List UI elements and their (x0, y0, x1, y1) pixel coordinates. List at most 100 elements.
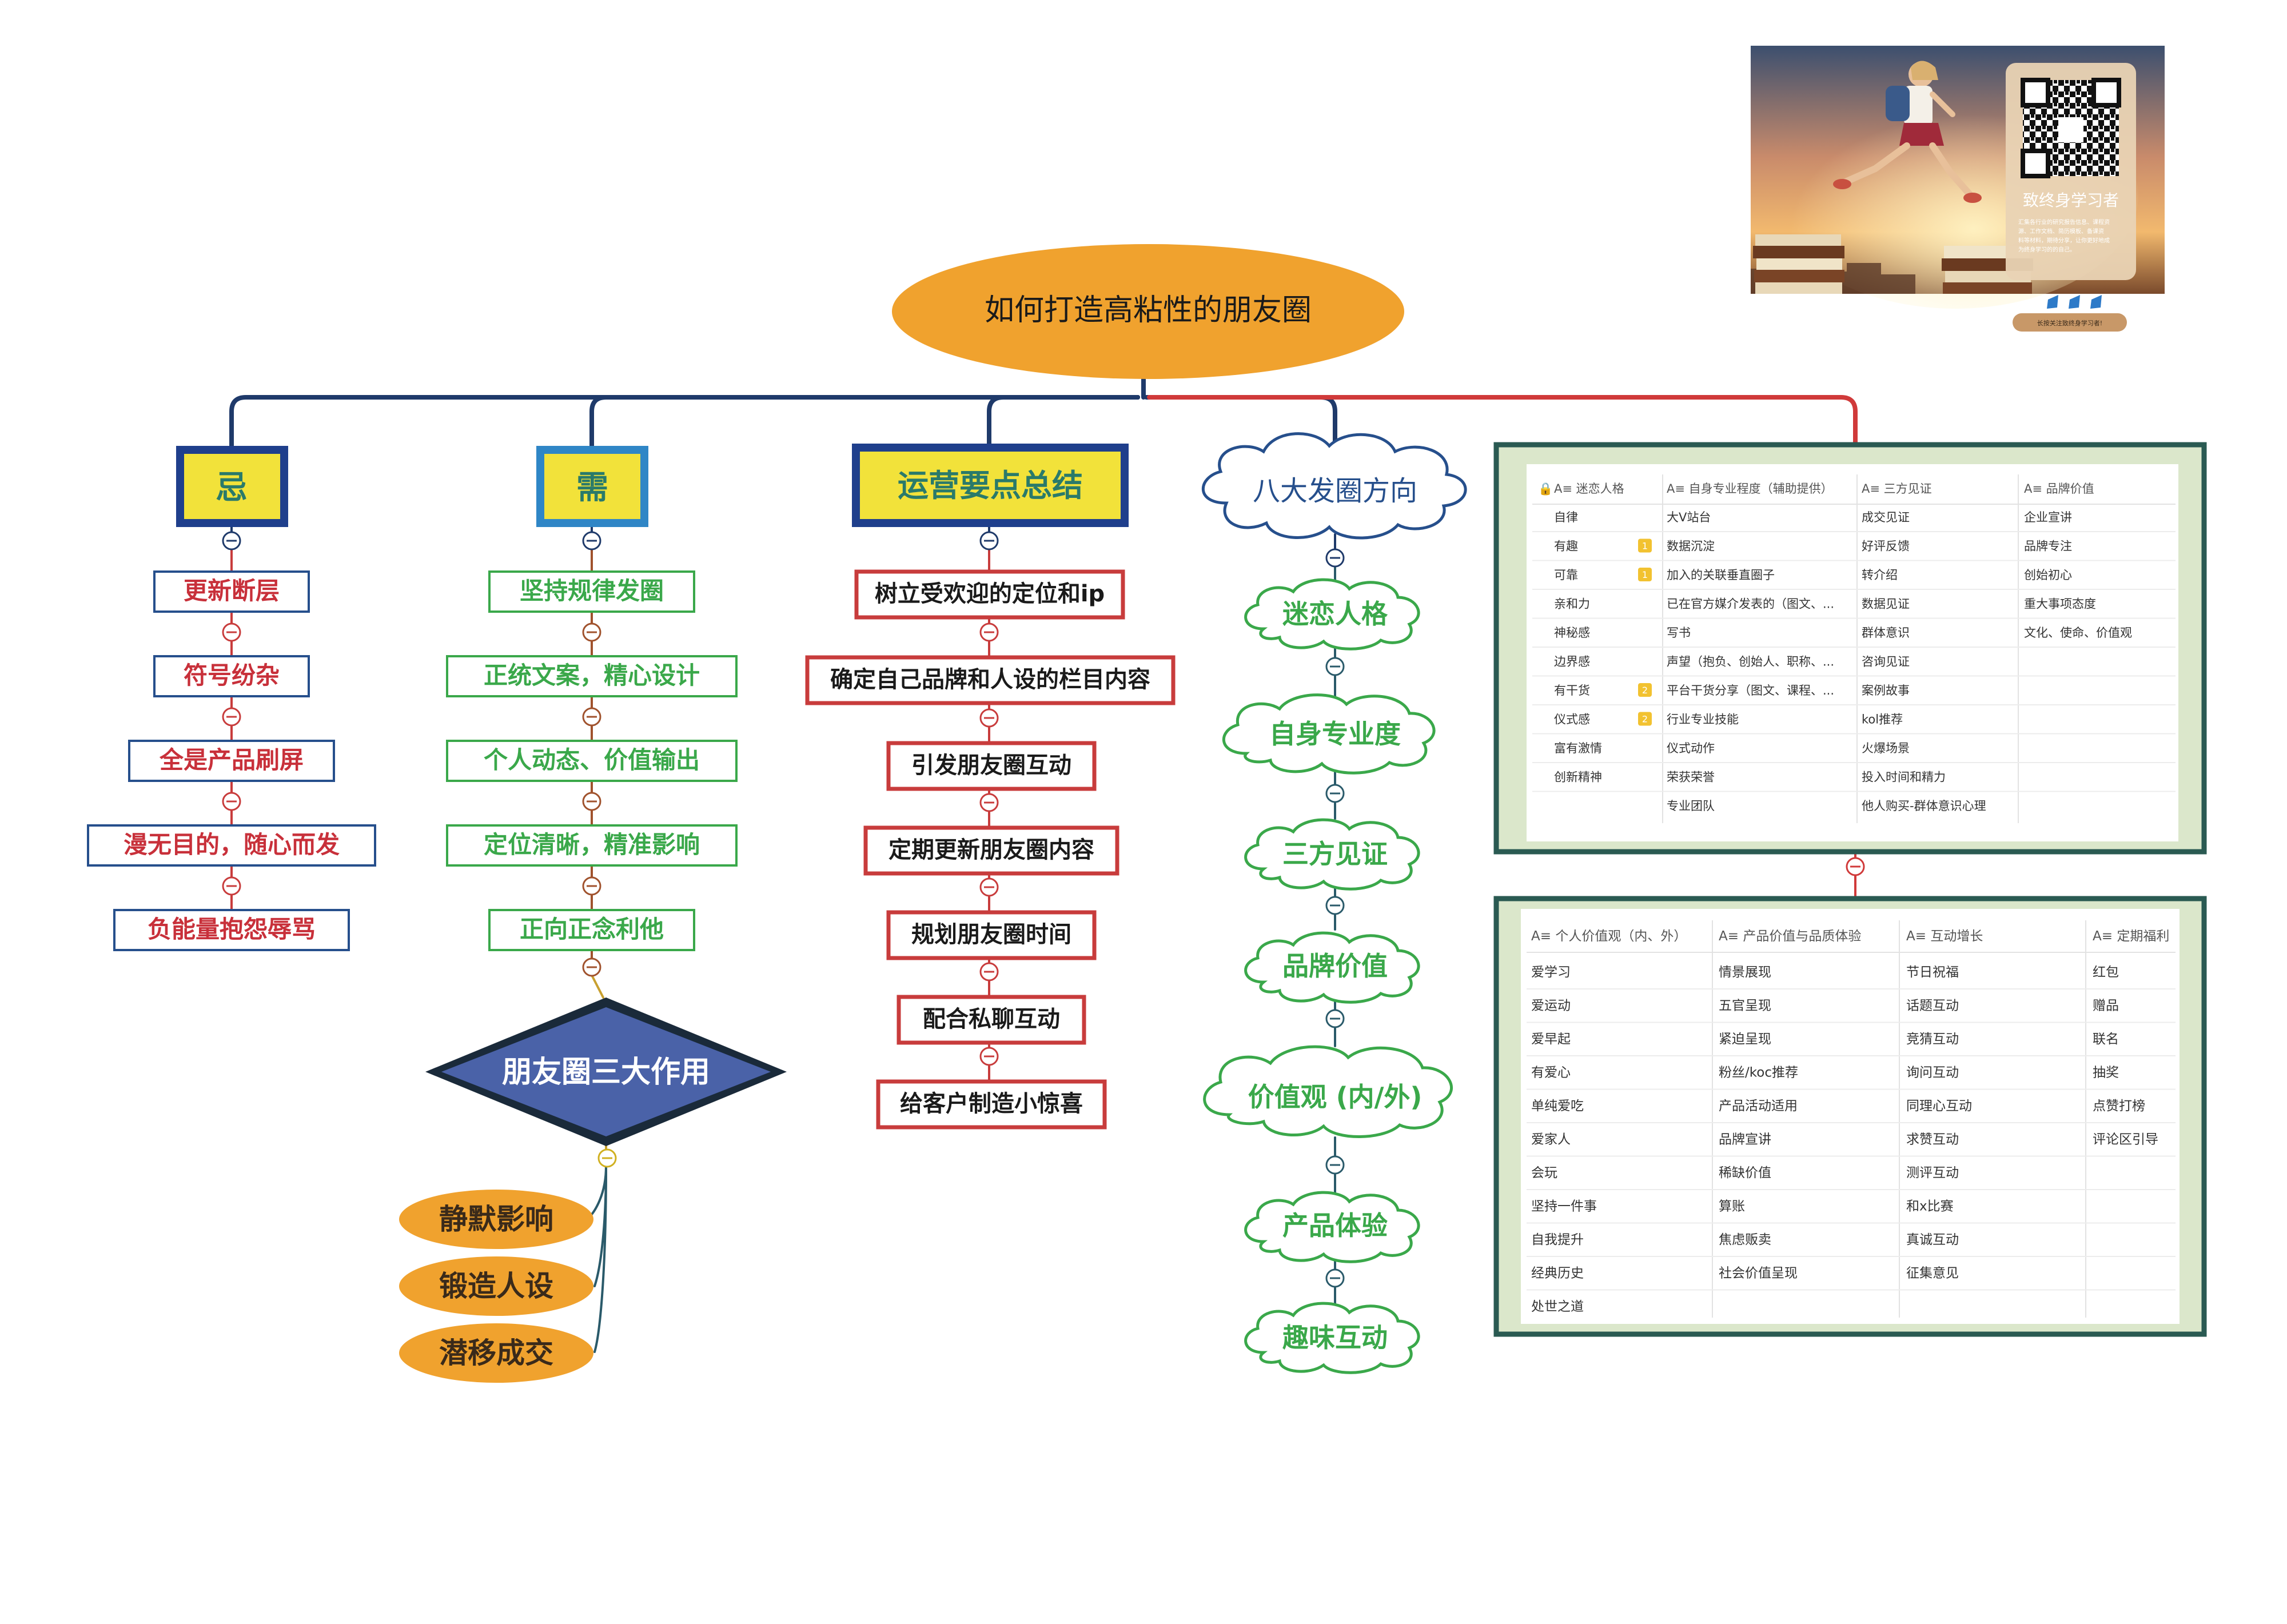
lock-icon: 🔒 (1538, 482, 1553, 496)
eight-clouds: 八大发圈方向 迷恋人格 自身专业度 三方见证 品牌价值 价值观 (内/外) 产品… (1201, 432, 1467, 1374)
table-1-row: 有干货平台干货分享（图文、课程、...案例故事 (1554, 684, 1910, 697)
xu-item-label: 正统文案，精心设计 (484, 661, 700, 689)
branch-ji[interactable]: 忌 (176, 446, 288, 527)
table-2-header-cell: A≡ 互动增长 (1906, 929, 1983, 944)
ops-item[interactable]: 引发朋友圈互动 (886, 741, 1097, 791)
table-2-row: 自我提升焦虑贩卖真诚互动 (1531, 1232, 1959, 1247)
eight-item-label: 品牌价值 (1282, 951, 1388, 981)
ops-item[interactable]: 确定自己品牌和人设的栏目内容 (805, 655, 1176, 705)
table-1-cell: 自律 (1554, 510, 1578, 524)
table-1-row: 边界感声望（抱负、创始人、职称、...咨询见证 (1554, 655, 1910, 669)
eight-item[interactable]: 价值观 (内/外) (1203, 1045, 1453, 1138)
table-2-cell: 爱运动 (1531, 999, 1571, 1013)
table-1-cell: 数据沉淀 (1667, 540, 1715, 553)
ji-item-label: 符号纷杂 (184, 661, 280, 689)
table-2-cell: 处世之道 (1531, 1299, 1584, 1314)
table-1-row: 亲和力已在官方媒介发表的（图文、...数据见证重大事项态度 (1554, 597, 2096, 611)
xu-item[interactable]: 正向正念利他 (488, 909, 695, 951)
eight-item[interactable]: 迷恋人格 (1244, 578, 1420, 651)
table-1-header: 🔒 A≡ 迷恋人格 A≡ 自身专业程度（辅助提供） A≡ 三方见证 A≡ 品牌价… (1538, 482, 2094, 496)
follow-button[interactable] (2013, 313, 2127, 332)
table-2-cell: 评论区引导 (2093, 1132, 2158, 1147)
ji-item-label: 更新断层 (184, 577, 280, 605)
ops-item[interactable]: 配合私聊互动 (897, 995, 1086, 1045)
eight-item[interactable]: 品牌价值 (1244, 931, 1420, 1004)
root-node[interactable]: 如何打造高粘性的朋友圈 (892, 244, 1404, 379)
ji-item[interactable]: 更新断层 (153, 570, 310, 613)
xu-item[interactable]: 个人动态、价值输出 (446, 740, 738, 782)
xu-item[interactable]: 定位清晰，精准影响 (446, 824, 738, 867)
table-2-row: 经典历史社会价值呈现征集意见 (1531, 1266, 1959, 1281)
ops-item[interactable]: 给客户制造小惊喜 (876, 1079, 1107, 1130)
table-1-cell: 转介绍 (1862, 568, 1898, 582)
effects-items: 静默影响 锻造人设 潜移成交 (399, 1190, 593, 1383)
eight-item[interactable]: 趣味互动 (1244, 1302, 1420, 1374)
ad-small-line: 汇集各行业的研究报告信息、课程资 (2018, 218, 2110, 226)
table-1-cell: 荣获荣誉 (1667, 771, 1715, 784)
effects-item[interactable]: 静默影响 (399, 1190, 593, 1249)
decor-arrows (2047, 295, 2102, 309)
badge (1638, 568, 1652, 581)
effects-item[interactable]: 锻造人设 (399, 1256, 593, 1316)
table-1-cell: 行业专业技能 (1667, 713, 1739, 727)
table-2-row: 坚持一件事算账和x比赛 (1531, 1199, 1954, 1214)
eight-item[interactable]: 自身专业度 (1222, 693, 1436, 775)
table-2-cell: 情景展现 (1719, 965, 1771, 980)
ji-item[interactable]: 漫无目的，随心而发 (87, 824, 376, 867)
ops-item[interactable]: 树立受欢迎的定位和ip (854, 569, 1125, 620)
connectors (229, 375, 1858, 1353)
eight-item-label: 趣味互动 (1282, 1322, 1388, 1353)
collapse-markers[interactable] (222, 531, 1865, 1288)
table-1-header-cell: A≡ 自身专业程度（辅助提供） (1667, 482, 1833, 496)
table-2-cell: 爱学习 (1531, 965, 1571, 980)
table-1-cell: 仪式感 (1554, 713, 1590, 727)
ops-item-label: 引发朋友圈互动 (911, 752, 1071, 779)
eight-item-label: 产品体验 (1282, 1210, 1388, 1241)
table-1-header-cell: A≡ 迷恋人格 (1554, 482, 1624, 496)
ji-item[interactable]: 全是产品刷屏 (128, 740, 335, 782)
effects-item-label: 静默影响 (439, 1203, 553, 1236)
table-2-row: 爱运动五官呈现话题互动赠品 (1531, 999, 2119, 1013)
table-1-cell: 平台干货分享（图文、课程、... (1667, 684, 1834, 697)
branch-eight[interactable]: 八大发圈方向 (1201, 432, 1467, 540)
table-1-row: 富有激情仪式动作火爆场景 (1554, 741, 1910, 755)
ops-item-label: 规划朋友圈时间 (911, 921, 1071, 948)
table-1-header-cell: A≡ 三方见证 (1862, 482, 1932, 496)
effects-diamond[interactable]: 朋友圈三大作用 (425, 997, 787, 1146)
branch-ops[interactable]: 运营要点总结 (852, 444, 1129, 527)
table-1-cell: 成交见证 (1862, 510, 1910, 524)
table-1-cell: 投入时间和精力 (1862, 771, 1946, 784)
table-1-cell: 数据见证 (1862, 597, 1910, 611)
ops-item[interactable]: 定期更新朋友圈内容 (863, 825, 1119, 876)
eight-item[interactable]: 三方见证 (1244, 818, 1420, 891)
ops-item[interactable]: 规划朋友圈时间 (886, 910, 1097, 960)
eight-item[interactable]: 产品体验 (1244, 1191, 1420, 1263)
table-2-cell: 自我提升 (1531, 1232, 1584, 1247)
xu-item[interactable]: 正统文案，精心设计 (446, 655, 738, 697)
xu-item[interactable]: 坚持规律发圈 (488, 570, 695, 613)
table-2-cell: 粉丝/koc推荐 (1719, 1066, 1798, 1080)
table-1-header-cell: A≡ 品牌价值 (2024, 482, 2094, 496)
ops-item-label: 给客户制造小惊喜 (900, 1091, 1083, 1117)
table-1-gridlines (1532, 474, 2176, 823)
ad-banner[interactable]: 致终身学习者 汇集各行业的研究报告信息、课程资 源、工作文档、简历模板、备课资 … (1751, 46, 2165, 332)
ops-item-label: 确定自己品牌和人设的栏目内容 (830, 667, 1150, 693)
table-2-cell: 求赞互动 (1906, 1132, 1959, 1147)
ji-item-label: 漫无目的，随心而发 (123, 831, 340, 859)
badge (1638, 683, 1652, 697)
table-2-row: 处世之道 (1531, 1299, 1584, 1314)
table-2-header-cell: A≡ 定期福利 (2093, 929, 2169, 944)
ji-item[interactable]: 符号纷杂 (153, 655, 310, 697)
table-2-cell: 有爱心 (1531, 1066, 1571, 1080)
table-2-cell: 询问互动 (1906, 1066, 1959, 1080)
table-2-cell: 稀缺价值 (1719, 1166, 1771, 1180)
table-1-cell: 边界感 (1554, 655, 1590, 669)
table-1-row: 创新精神荣获荣誉投入时间和精力 (1554, 771, 1946, 784)
ji-item[interactable]: 负能量抱怨辱骂 (113, 909, 350, 951)
effects-item[interactable]: 潜移成交 (399, 1323, 593, 1383)
ops-item-label: 配合私聊互动 (923, 1006, 1060, 1032)
table-2-row: 单纯爱吃产品活动适用同理心互动点赞打榜 (1531, 1099, 2145, 1114)
table-1-cell: 有趣 (1554, 540, 1578, 553)
branch-xu[interactable]: 需 (536, 446, 648, 527)
